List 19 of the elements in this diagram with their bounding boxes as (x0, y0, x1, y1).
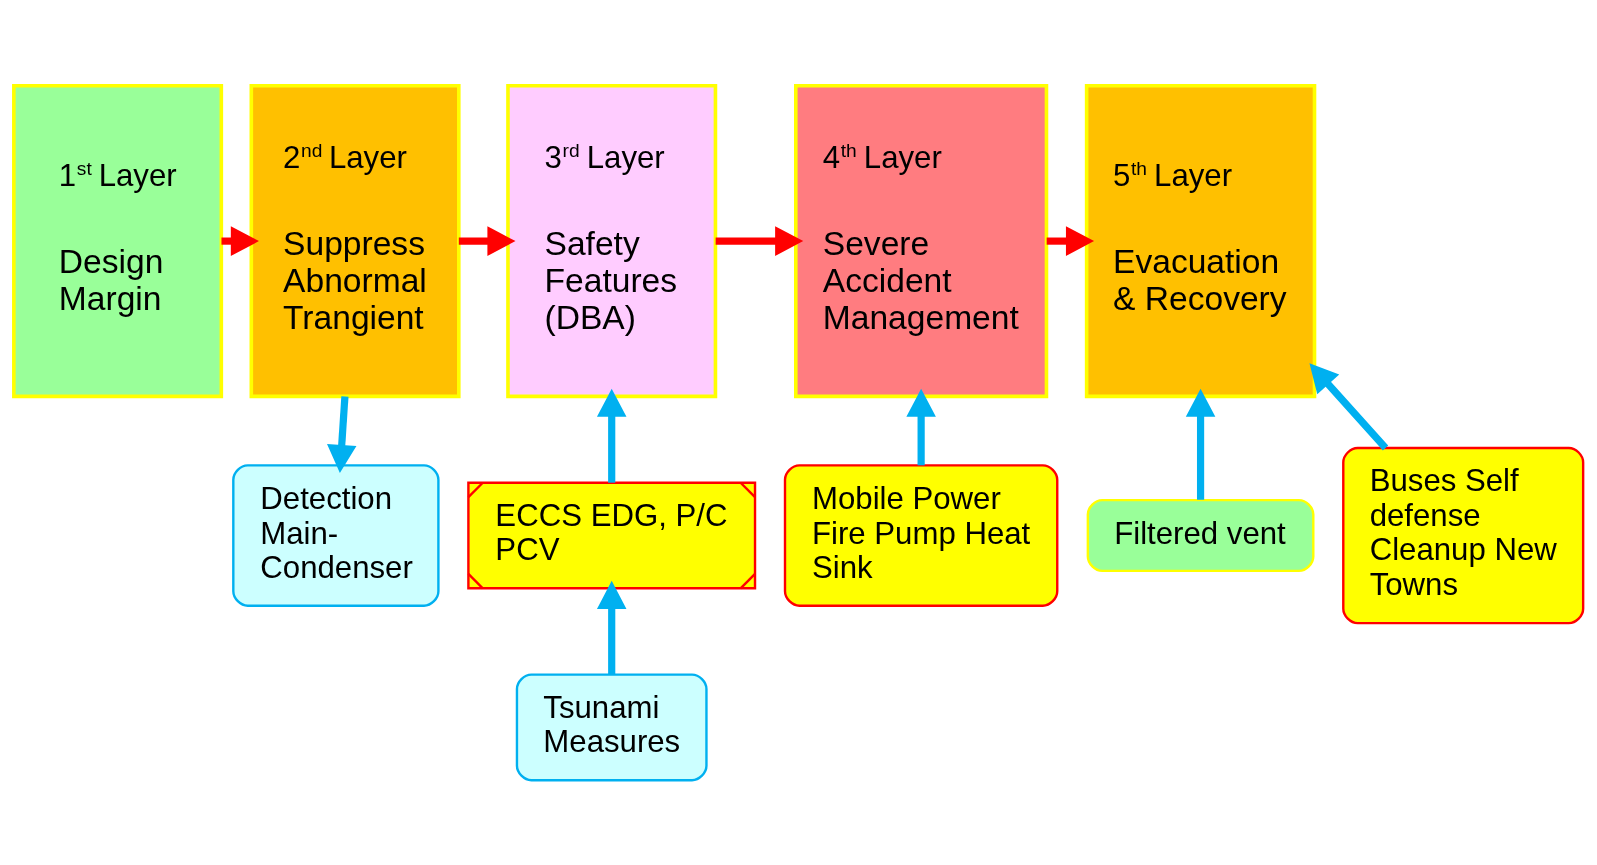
arrow (596, 580, 627, 674)
node-box: 5$^{th}$ Layer Evacuation & Recovery (1084, 83, 1317, 398)
node-box: 4$^{th}$ Layer Severe Accident Management (794, 83, 1049, 398)
arrow (458, 225, 516, 256)
arrow (906, 388, 936, 465)
node-box: Detection Main- Condenser (232, 463, 440, 607)
arrow (596, 388, 627, 483)
arrow (715, 225, 804, 256)
node-box: Tsunami Measures (515, 672, 708, 781)
node-box: Filtered vent (1086, 498, 1315, 572)
node-box: 1$^{st}$ Layer Design Margin (12, 83, 224, 398)
node-box: Buses Self defense Cleanup New Towns (1342, 446, 1585, 624)
arrow (1046, 225, 1095, 256)
arrow (1185, 388, 1216, 500)
node-box: 2$^{nd}$ Layer Suppress Abnormal Trangient (249, 83, 461, 398)
node-box: Mobile Power Fire Pump Heat Sink (783, 463, 1059, 607)
arrow (1309, 362, 1389, 450)
arrow (327, 395, 357, 473)
node-box: 3$^{rd}$ Layer Safety Features (DBA) (506, 83, 718, 398)
